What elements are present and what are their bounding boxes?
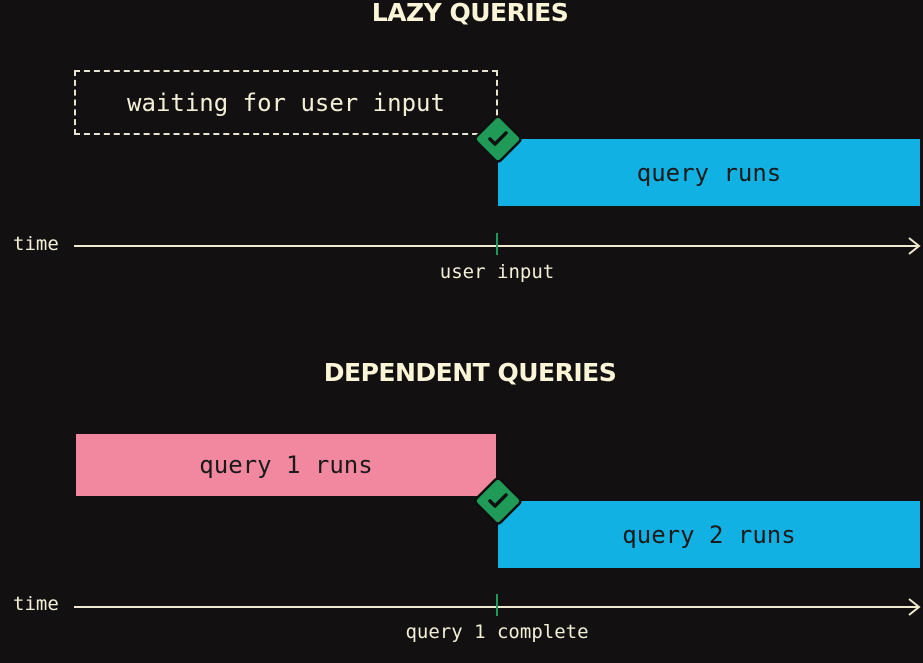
check-icon	[474, 477, 522, 525]
check-icon	[474, 115, 522, 163]
query-runs-box: query runs	[498, 139, 920, 206]
arrow-right-icon	[908, 237, 921, 255]
query-1-complete-label: query 1 complete	[405, 621, 589, 643]
query-2-runs-box: query 2 runs	[498, 501, 920, 568]
dependent-queries-title: DEPENDENT QUERIES	[323, 358, 617, 387]
waiting-for-user-input-box: waiting for user input	[74, 70, 498, 135]
query-1-runs-label: query 1 runs	[199, 451, 373, 479]
query-runs-label: query runs	[636, 158, 782, 187]
time-axis-label: time	[13, 233, 59, 255]
time-axis-label: time	[13, 593, 59, 615]
arrow-right-icon	[908, 598, 921, 616]
waiting-label: waiting for user input	[127, 88, 445, 117]
user-input-label: user input	[439, 261, 555, 283]
query-1-runs-box: query 1 runs	[76, 434, 496, 496]
lazy-queries-title: LAZY QUERIES	[371, 0, 569, 27]
query-1-complete-tick	[496, 594, 498, 616]
query-2-runs-label: query 2 runs	[622, 520, 796, 549]
user-input-tick	[496, 233, 498, 255]
